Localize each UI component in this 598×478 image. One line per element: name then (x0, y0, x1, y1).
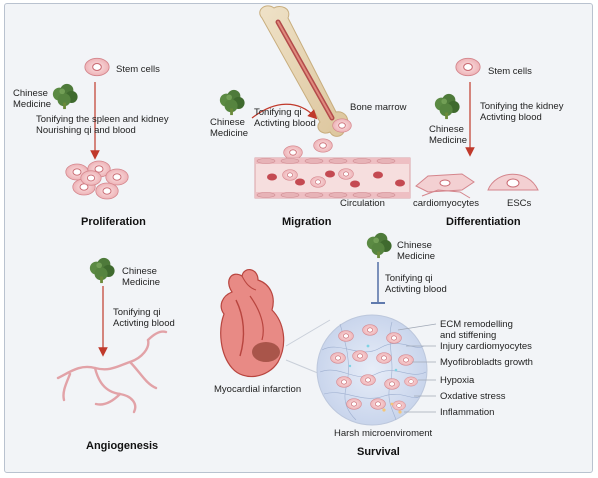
herb-icon (89, 257, 115, 284)
survival-effect-2: Activting blood (385, 284, 447, 295)
differentiation-panel (415, 57, 539, 199)
stem-cells-label: Stem cells (488, 66, 532, 77)
herb-icon (366, 232, 392, 259)
migration-effect-1: Tonifying qi (254, 107, 302, 118)
chinese-medicine-label: Chinese Medicine (397, 240, 436, 262)
chinese-medicine-label: Chinese Medicine (210, 117, 249, 139)
angiogenesis-title: Angiogenesis (86, 440, 159, 452)
factor-injury-cardiomyocytes: Injury cardiomyocytes (440, 341, 532, 352)
vessel-sprouts-icon (56, 330, 168, 414)
stem-cells-label: Stem cells (116, 64, 160, 75)
proliferating-cells-icon (65, 160, 129, 200)
proliferation-panel (52, 57, 129, 200)
migration-panel (219, 5, 411, 199)
myocardial-infarction-label: Myocardial infarction (214, 384, 302, 395)
migrating-cell-icon (283, 145, 303, 160)
cardiomyocytes-label: cardiomyocytes (413, 198, 479, 209)
angiogenesis-panel (56, 257, 168, 414)
infarct-region (252, 342, 280, 362)
bone-icon (259, 5, 349, 137)
factor-myofibroblasts: Myofibrobladts growth (440, 357, 533, 368)
factor-inflammation: Inflammation (440, 407, 495, 418)
angiogenesis-effect-1: Tonifying qi (113, 307, 161, 318)
factor-leader-lines (397, 323, 437, 413)
proliferation-effect-1: Tonifying the spleen and kidney (36, 114, 169, 125)
chinese-medicine-label: Chinese Medicine (13, 88, 52, 110)
factor-oxidative-stress: Oxdative stress (440, 391, 506, 402)
factor-ecm-stiffening: and stiffening (440, 330, 497, 341)
herb-icon (434, 93, 460, 120)
differentiation-effect-2: Activting blood (480, 112, 542, 123)
migration-arrow (251, 103, 318, 120)
stem-cell-icon (455, 57, 481, 77)
chinese-medicine-label: Chinese Medicine (122, 266, 161, 288)
heart-icon (220, 269, 331, 379)
escs-label: ESCs (507, 198, 532, 209)
migrating-cell-icon (332, 118, 352, 133)
differentiation-title: Differentiation (446, 216, 521, 228)
herb-icon (219, 89, 245, 116)
stem-cell-icon (84, 57, 110, 77)
factor-ecm-remodelling: ECM remodelling (440, 319, 513, 330)
herb-icon (52, 83, 78, 110)
circulation-label: Circulation (340, 198, 385, 209)
microenvironment-label: Harsh microenviroment (334, 428, 433, 439)
migration-effect-2: Activting blood (254, 118, 316, 129)
migration-title: Migration (282, 216, 332, 228)
cardiomyocyte-icon (415, 173, 475, 199)
blood-vessel-icon (254, 157, 411, 199)
bone-marrow-label: Bone marrow (350, 102, 407, 113)
proliferation-effect-2: Nourishing qi and blood (36, 125, 136, 136)
proliferation-title: Proliferation (81, 216, 146, 228)
esc-icon (487, 173, 539, 191)
differentiation-effect-1: Tonifying the kidney (480, 101, 564, 112)
chinese-medicine-label: Chinese Medicine (429, 124, 468, 146)
microenvironment-icon (316, 314, 428, 426)
survival-title: Survival (357, 446, 400, 458)
factor-hypoxia: Hypoxia (440, 375, 475, 386)
migrating-cell-icon (313, 138, 333, 153)
survival-effect-1: Tonifying qi (385, 273, 433, 284)
angiogenesis-effect-2: Activting blood (113, 318, 175, 329)
survival-panel (220, 232, 437, 426)
